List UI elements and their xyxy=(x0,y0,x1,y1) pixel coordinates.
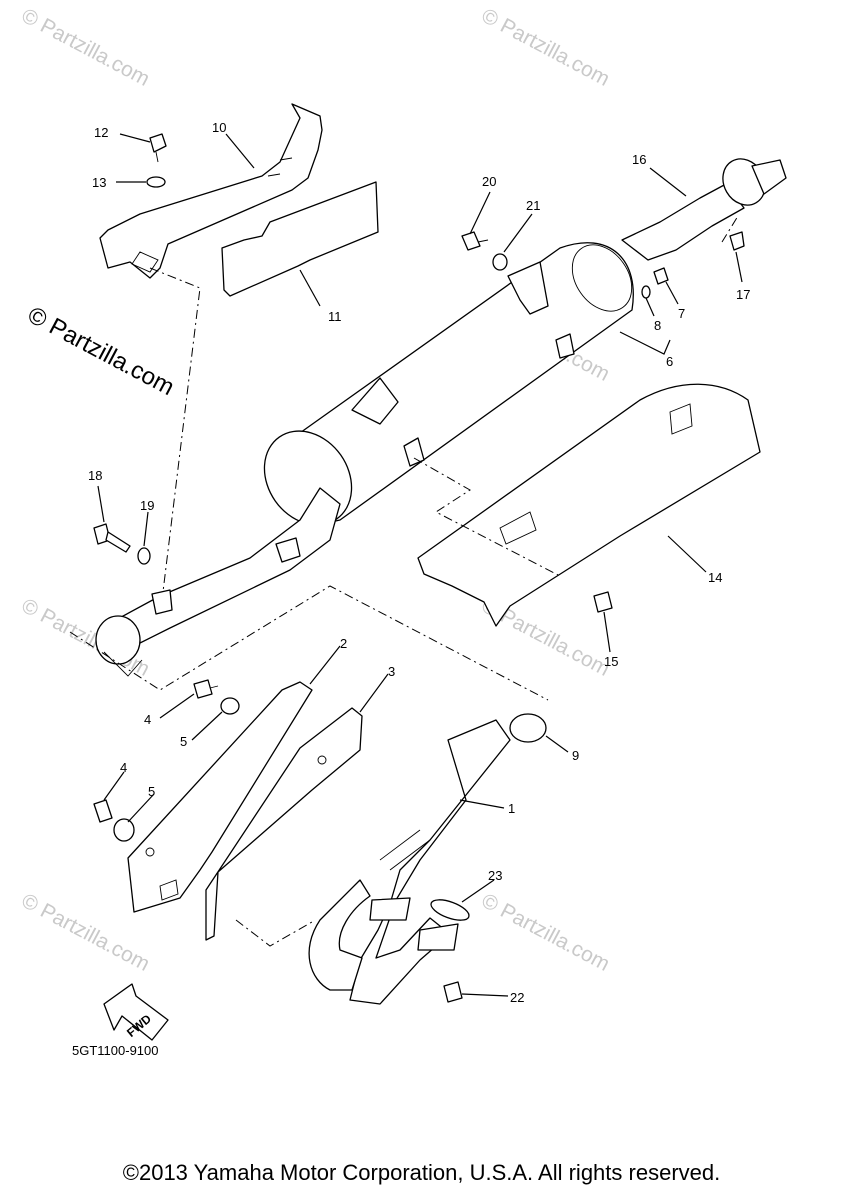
callout-4: 4 xyxy=(120,760,127,775)
callout-12: 12 xyxy=(94,125,108,140)
dashed-leader xyxy=(721,215,739,243)
part-muffler xyxy=(263,242,634,526)
callout-5: 5 xyxy=(180,734,187,749)
callout-labels: 1 2 3 4 5 4 5 6 7 8 9 10 11 12 13 14 15 … xyxy=(88,120,750,1005)
dashed-leader xyxy=(149,267,201,601)
callout-11: 11 xyxy=(328,309,342,324)
part-10-bracket xyxy=(99,103,323,279)
callout-14: 14 xyxy=(708,570,722,585)
callout-22: 22 xyxy=(510,990,524,1005)
callout-2: 2 xyxy=(340,636,347,651)
part-23-gasket xyxy=(430,899,470,921)
dashed-leader xyxy=(69,585,549,701)
callout-17: 17 xyxy=(736,287,750,302)
part-16-tailpipe xyxy=(621,158,787,261)
callout-5: 5 xyxy=(148,784,155,799)
watermark: © Partzilla.com xyxy=(478,889,614,976)
part-2-shield xyxy=(127,681,313,913)
callout-6: 6 xyxy=(666,354,673,369)
part-11-pad xyxy=(221,181,379,297)
callout-9: 9 xyxy=(572,748,579,763)
part-3-shield xyxy=(205,707,363,941)
callout-16: 16 xyxy=(632,152,646,167)
watermark-large: © Partzilla.com xyxy=(23,301,178,401)
dashed-leader xyxy=(413,457,561,577)
part-14-heat-guard xyxy=(417,383,761,627)
callout-13: 13 xyxy=(92,175,106,190)
watermark: © Partzilla.com xyxy=(18,4,154,91)
callout-7: 7 xyxy=(678,306,685,321)
callout-20: 20 xyxy=(482,174,496,189)
callout-1: 1 xyxy=(508,801,515,816)
callout-8: 8 xyxy=(654,318,661,333)
watermark: © Partzilla.com xyxy=(478,4,614,91)
part-1-exhaust-pipe xyxy=(308,713,547,1005)
callout-21: 21 xyxy=(526,198,540,213)
fasteners xyxy=(93,133,745,1003)
callout-23: 23 xyxy=(488,868,502,883)
diagram-code: 5GT1100-9100 xyxy=(72,1043,159,1058)
copyright-notice: ©2013 Yamaha Motor Corporation, U.S.A. A… xyxy=(122,1160,721,1185)
callout-3: 3 xyxy=(388,664,395,679)
fwd-arrow-icon: FWD xyxy=(103,983,169,1041)
callout-19: 19 xyxy=(140,498,154,513)
callout-10: 10 xyxy=(212,120,226,135)
dashed-leader xyxy=(235,919,313,947)
leader-lines xyxy=(97,133,743,997)
callout-4: 4 xyxy=(144,712,151,727)
callout-18: 18 xyxy=(88,468,102,483)
callout-15: 15 xyxy=(604,654,618,669)
part-inlet-pipe xyxy=(95,487,341,677)
